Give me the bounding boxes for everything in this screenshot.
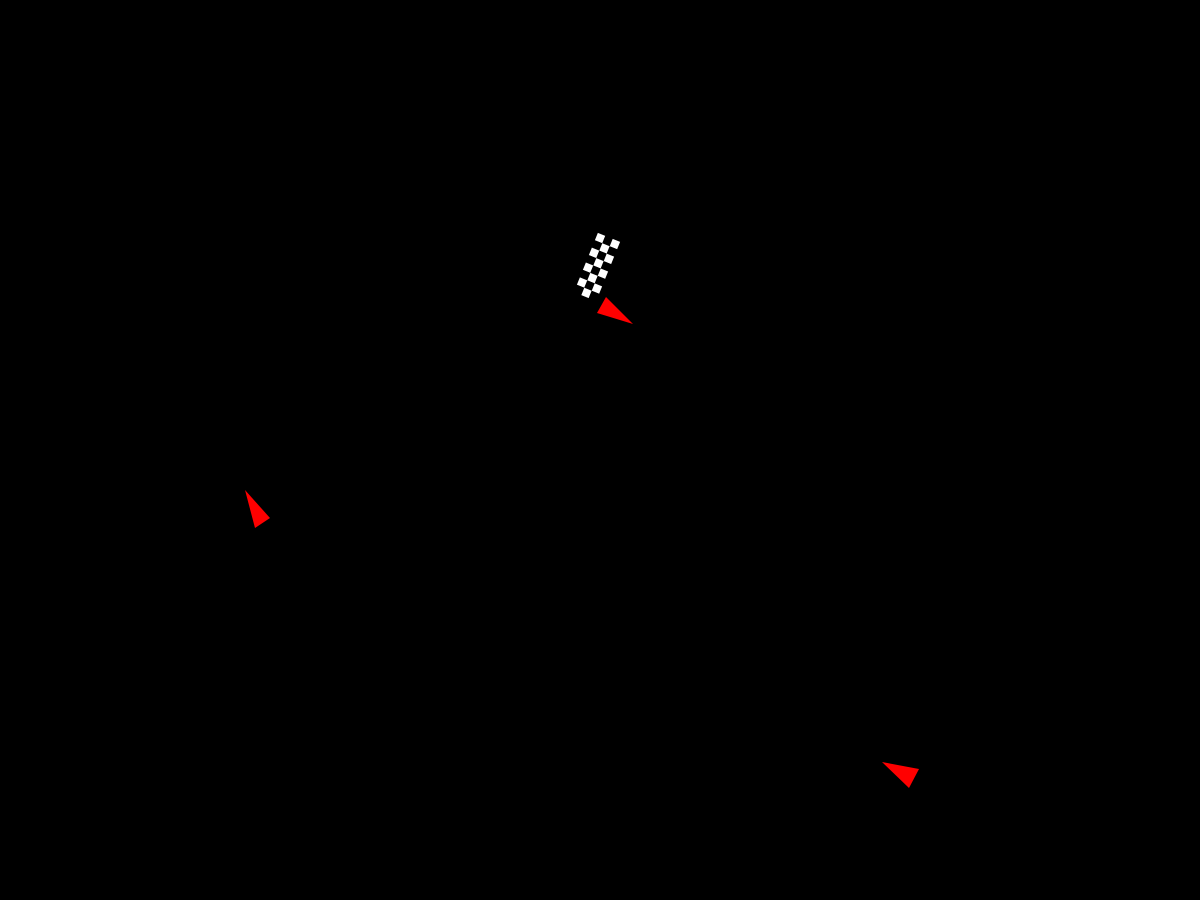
checkered-flag-square [597,268,609,279]
direction-arrow-2-icon [245,490,270,528]
checkered-flag-square [599,243,610,254]
checkered-flag-square [585,255,597,266]
checkered-flag-square [591,283,603,294]
checkered-flag-square [594,232,606,244]
checkered-flag-square [594,275,606,287]
checkered-flag-square [591,240,603,251]
checkered-flag-square [576,277,588,288]
checkered-flag-square [584,280,595,291]
checkered-flag-square [596,250,607,262]
checkered-flag-square [588,247,600,259]
checkered-flag-square [582,262,594,273]
checkered-flag-square [590,265,601,276]
direction-arrow-1-icon [597,297,633,324]
checkered-flag-square [593,258,604,269]
checkered-flag-square [573,284,585,296]
checkered-flag-square [581,287,592,299]
checkered-flag-square [606,246,618,257]
checkered-flag-square [609,238,621,250]
race-direction-arrows [245,297,919,788]
checkered-flag-square [579,269,591,281]
direction-arrow-3-icon [882,762,919,788]
checkered-flag-square [602,235,613,247]
checkered-flag-square [587,272,598,284]
checkered-flag-square [600,261,612,272]
checkered-flag-square [603,253,615,265]
checkered-flag-square [588,290,600,302]
start-finish-checkered-flag-icon [573,232,621,302]
